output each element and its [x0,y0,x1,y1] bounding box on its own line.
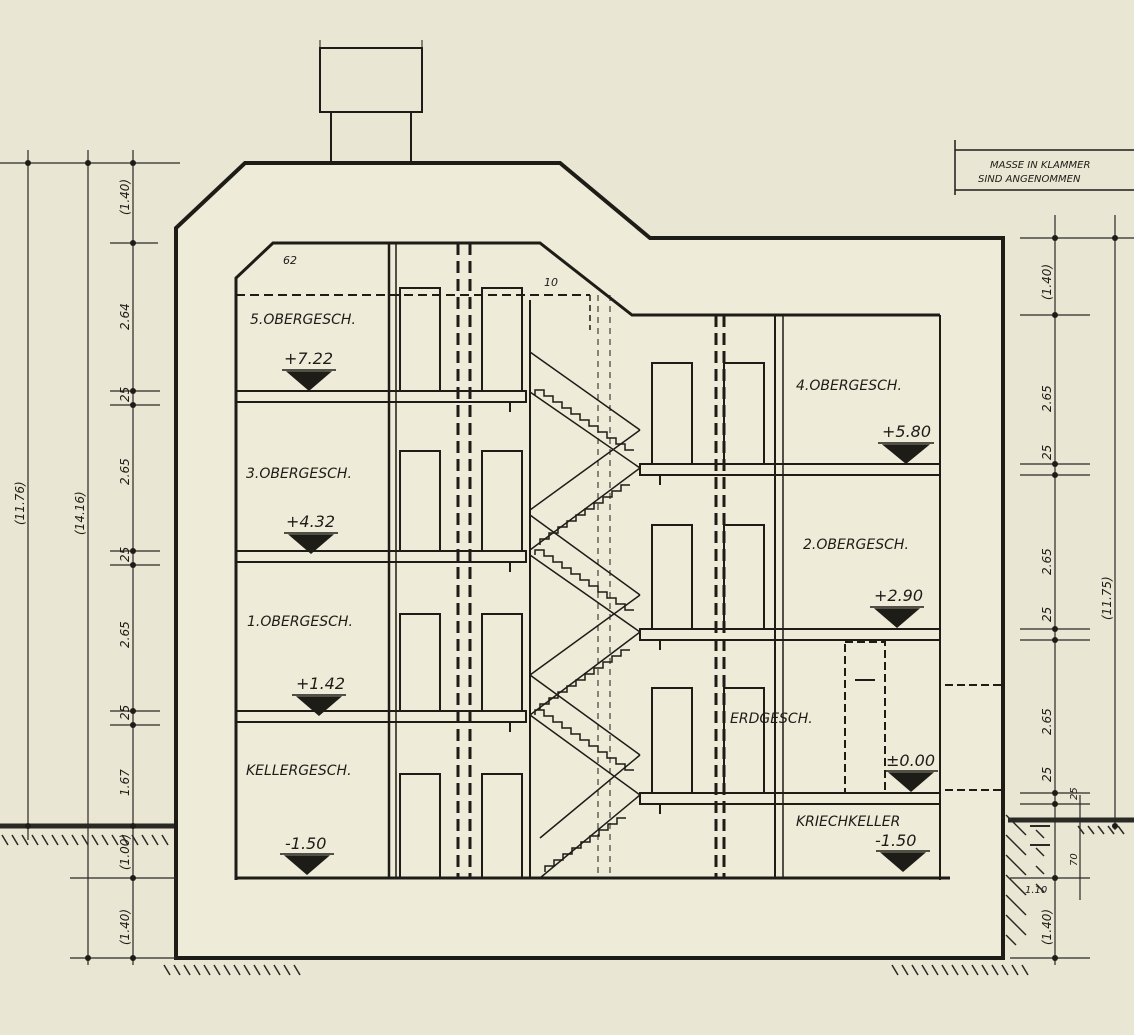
dim-right-25-b: 25 [1040,607,1054,622]
dimension-text-right: (1.40) 2.65 25 2.65 25 2.65 25 25 70 1.1… [1025,264,1114,945]
dim-left-265-b: 2.65 [118,621,132,648]
dim-left-140-bottom: (1.40) [118,909,132,945]
room-ground-label: ERDGESCH. [730,711,813,727]
dim-right-265-b: 2.65 [1040,548,1054,575]
dim-right-140-bottom: (1.40) [1040,909,1054,945]
inner-building [234,241,950,880]
room-crawl-label: KRIECHKELLER [796,814,900,830]
level-minus150-right: -1.50 [875,831,916,850]
dimension-text-left: (1.40) 2.64 25 2.65 25 2.65 25 1.67 (1.0… [13,179,132,945]
dim-right-265-a: 2.65 [1040,385,1054,412]
level-markers [280,369,938,875]
dim-left-total-1: (11.76) [13,481,27,525]
dimension-dots-left [25,160,136,961]
dim-right-110: 1.10 [1025,885,1047,896]
note-line2: SIND ANGENOMMEN [978,174,1081,185]
dim-right-25-d: 25 [1069,787,1080,800]
dimension-lines-left [0,150,180,965]
level-290: +2.90 [874,586,923,605]
dim-left-25-b: 25 [118,547,132,562]
dim-right-140-top: (1.40) [1040,264,1054,300]
dim-left-264: 2.64 [118,303,132,330]
door-openings [399,287,1003,879]
dim-left-265-a: 2.65 [118,458,132,485]
dim-left-140-top: (1.40) [118,179,132,215]
dim-62: 62 [283,254,297,267]
note-line1: MASSE IN KLAMMER [990,160,1090,171]
level-minus150-left: -1.50 [285,834,326,853]
room-floor3-label: 3.OBERGESCH. [246,466,352,482]
dim-10: 10 [544,276,558,289]
roof-vent [319,40,423,163]
dim-left-100: (1.00) [118,834,132,870]
room-floor1-label: 1.OBERGESCH. [247,614,353,630]
dimension-dots-right [1052,235,1118,961]
room-basement-label: KELLERGESCH. [246,763,352,779]
note-box [954,140,1134,195]
dim-right-25-a: 25 [1040,445,1054,460]
dim-right-70: 70 [1069,853,1080,866]
dim-right-25-c: 25 [1040,767,1054,782]
level-142: +1.42 [296,674,345,693]
dim-left-25-a: 25 [118,387,132,402]
dim-left-167: 1.67 [118,769,132,796]
staircase [529,351,641,879]
dim-right-265-c: 2.65 [1040,708,1054,735]
outer-envelope [174,161,1005,960]
room-floor4-label: 4.OBERGESCH. [796,378,902,394]
level-432: +4.32 [286,512,335,531]
dim-left-25-c: 25 [118,705,132,720]
dim-right-total: (11.75) [1100,576,1114,620]
labels: MASSE IN KLAMMER SIND ANGENOMMEN 5.OBERG… [246,160,1090,853]
dim-left-total-2: (14.16) [73,491,87,535]
level-000: ±0.00 [886,751,935,770]
room-floor5-label: 5.OBERGESCH. [250,312,356,328]
level-722: +7.22 [284,349,333,368]
level-580: +5.80 [882,422,931,441]
room-floor2-label: 2.OBERGESCH. [803,537,909,553]
